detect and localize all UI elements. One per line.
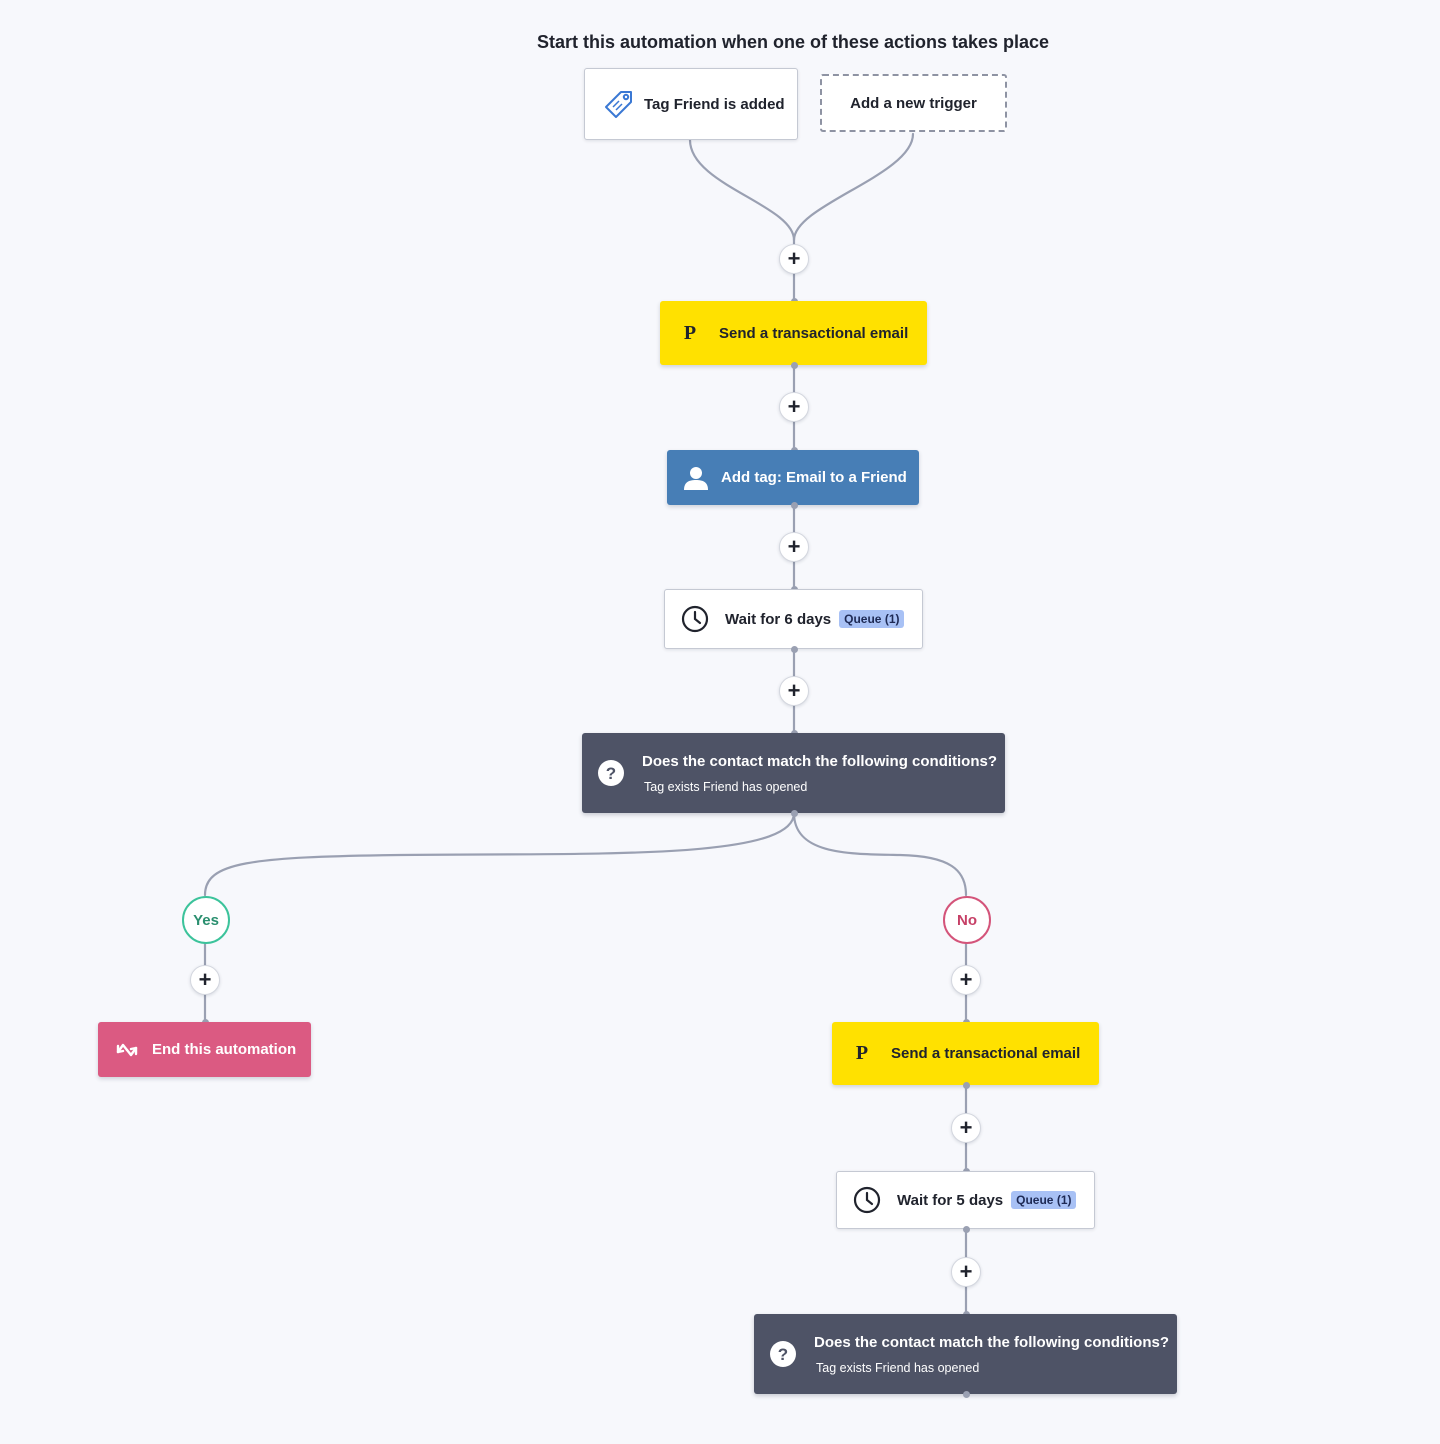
yes-branch-badge: Yes [182,896,230,944]
send-transactional-email-step[interactable]: P Send a transactional email [832,1022,1099,1085]
clock-icon [853,1186,881,1214]
send-transactional-email-step[interactable]: P Send a transactional email [660,301,927,365]
step-label: Send a transactional email [891,1045,1081,1062]
connector-dot [790,645,798,653]
add-step-button[interactable]: + [951,1257,981,1287]
add-step-button[interactable]: + [779,244,809,274]
connector-dot [790,809,798,817]
condition-title: Does the contact match the following con… [814,1333,1170,1351]
trigger-label: Tag Friend is added [644,95,785,113]
connector-dot [962,1081,970,1089]
condition-title: Does the contact match the following con… [642,752,998,770]
svg-text:?: ? [778,1345,788,1364]
clock-icon [681,605,709,633]
trigger-connector-left [688,138,796,242]
question-icon: ? [769,1340,797,1368]
yes-branch-connector [203,811,796,897]
postmark-p-icon: P [855,1042,869,1064]
add-step-button[interactable]: + [951,1113,981,1143]
add-trigger-label: Add a new trigger [850,94,977,112]
add-step-button[interactable]: + [190,965,220,995]
no-branch-connector [792,811,968,897]
condition-step[interactable]: ? Does the contact match the following c… [754,1314,1177,1394]
queue-badge[interactable]: Queue (1) [1011,1191,1077,1209]
user-icon [683,465,709,491]
step-label: Wait for 6 days [725,610,832,628]
connector-dot [790,501,798,509]
add-new-trigger-button[interactable]: Add a new trigger [820,74,1007,132]
step-label: Send a transactional email [719,324,909,342]
condition-subtitle: Tag exists Friend has opened [644,779,808,794]
wait-step[interactable]: Wait for 5 days Queue (1) [836,1171,1095,1229]
add-step-button[interactable]: + [951,965,981,995]
no-branch-badge: No [943,896,991,944]
condition-subtitle: Tag exists Friend has opened [816,1360,980,1375]
automation-heading: Start this automation when one of these … [536,32,1050,52]
add-step-button[interactable]: + [779,532,809,562]
add-tag-step[interactable]: Add tag: Email to a Friend [667,450,919,505]
tag-icon [603,88,635,120]
wait-step[interactable]: Wait for 6 days Queue (1) [664,589,923,649]
question-icon: ? [597,759,625,787]
end-automation-step[interactable]: End this automation [98,1022,311,1077]
refresh-arrows-icon [114,1037,140,1063]
trigger-connector-right [792,132,915,242]
add-step-button[interactable]: + [779,676,809,706]
step-label: Add tag: Email to a Friend [721,469,907,486]
connector-dot [962,1225,970,1233]
condition-step[interactable]: ? Does the contact match the following c… [582,733,1005,813]
svg-text:?: ? [606,764,616,783]
trigger-tag-friend-added[interactable]: Tag Friend is added [584,68,798,140]
postmark-p-icon: P [683,321,697,344]
step-label: End this automation [152,1041,297,1058]
connector-dot [962,1390,970,1398]
connector-dot [790,361,798,369]
add-step-button[interactable]: + [779,392,809,422]
step-label: Wait for 5 days [897,1191,1004,1209]
queue-badge[interactable]: Queue (1) [839,610,905,628]
